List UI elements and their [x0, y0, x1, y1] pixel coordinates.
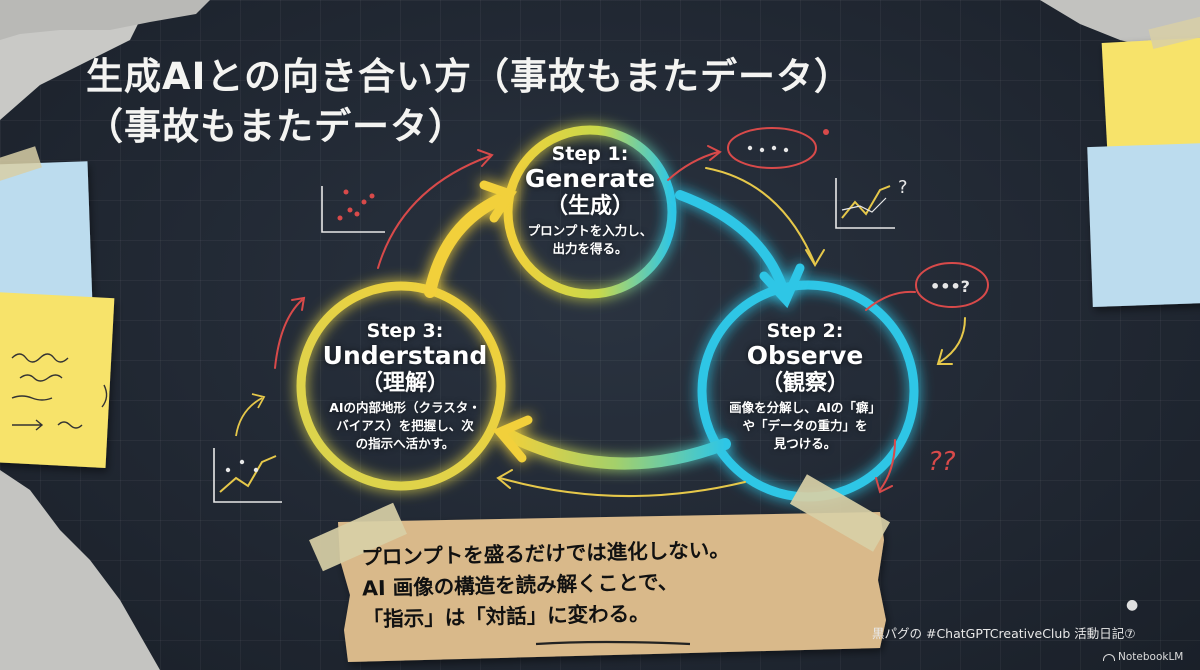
- thin-arrow-yellow-right: [939, 317, 966, 363]
- tape-left: [0, 146, 42, 186]
- outer-arrows: [274, 145, 966, 497]
- step-understand: Step 3: Understand （理解） AIの内部地形（クラスタ・ バイ…: [300, 320, 510, 453]
- step-understand-name: Understand: [322, 341, 488, 370]
- step-generate-name-jp: （生成）: [545, 193, 634, 219]
- note-message: プロンプトを盛るだけでは進化しない。 AI 画像の構造を読み解くことで、 「指示…: [361, 532, 883, 635]
- step-understand-desc-line: AIの内部地形（クラスタ・: [329, 400, 481, 416]
- ring-generate: [503, 125, 677, 299]
- paper-note: [338, 512, 886, 662]
- step-understand-number: Step 3:: [366, 320, 444, 342]
- notebooklm-watermark: NotebookLM: [1103, 651, 1183, 663]
- step-observe-name-jp: （観察）: [760, 370, 849, 396]
- step-generate-number: Step 1:: [551, 143, 629, 165]
- step-observe: Step 2: Observe （観察） 画像を分解し、AIの「癖」 や「データ…: [700, 320, 910, 453]
- slide-title-line2: （事故もまたデータ）: [86, 105, 466, 148]
- notebooklm-label: NotebookLM: [1118, 651, 1184, 663]
- torn-paper-bottom-left: [0, 470, 160, 670]
- sticky-handwriting: [11, 353, 108, 431]
- step-observe-desc-line: 画像を分解し、AIの「癖」: [729, 400, 881, 416]
- doodle-scatter-top-left: [321, 186, 385, 233]
- speech-bubble-right-text: •••?: [930, 277, 970, 296]
- doodle-question-top-right: ?: [898, 177, 908, 198]
- cycle-arrows: [424, 180, 805, 470]
- speech-bubble-top-right: [727, 127, 829, 169]
- sticky-note-blue-left: [0, 161, 93, 310]
- step-observe-number: Step 2:: [766, 320, 844, 342]
- doodle-linechart-bottom-left: [213, 448, 282, 503]
- step-understand-name-jp: （理解）: [360, 370, 449, 396]
- doodle-curve-left: [235, 393, 266, 437]
- torn-paper-right: [1040, 0, 1200, 70]
- sticky-note-blue-right: [1087, 142, 1200, 308]
- underline-dialogue: [535, 640, 691, 646]
- sticky-note-yellow-left: [0, 291, 115, 469]
- tape-right: [1148, 15, 1200, 49]
- torn-paper-top: [0, 0, 210, 40]
- step-generate: Step 1: Generate （生成） プロンプトを入力し、 出力を得る。: [500, 143, 680, 258]
- step-observe-desc-line: や「データの重力」を: [742, 418, 868, 434]
- step-generate-description: プロンプトを入力し、 出力を得る。: [500, 222, 680, 258]
- sticky-note-yellow-right: [1101, 37, 1200, 173]
- paw-icon: ●: [1126, 597, 1139, 613]
- doodle-linechart-top-right: [835, 178, 895, 229]
- arrow-generate-to-observe: [675, 190, 787, 291]
- step-understand-desc-line: バイアス）を把握し、次: [336, 418, 474, 434]
- thin-arrow-red-top-left: [377, 155, 491, 269]
- step-generate-desc-line: 出力を得る。: [552, 241, 628, 257]
- thin-arrow-red-left: [274, 299, 303, 369]
- step-observe-description: 画像を分解し、AIの「癖」 や「データの重力」を 見つける。: [700, 399, 910, 453]
- thin-arrow-red-right: [865, 290, 916, 311]
- thin-arrow-red-bottom-right: [879, 439, 896, 491]
- arrow-understand-to-generate: [424, 191, 511, 298]
- arrow-observe-to-understand: [499, 427, 731, 470]
- step-generate-name: Generate: [524, 164, 656, 193]
- speech-bubble-right: [915, 262, 989, 308]
- step-understand-desc-line: の指示へ活かす。: [355, 436, 455, 452]
- step-generate-desc-line: プロンプトを入力し、: [527, 223, 653, 239]
- thin-arrow-yellow-top-right: [705, 167, 815, 263]
- doodle-question-marks: ??: [928, 447, 956, 477]
- footer-credit: 黒パグの #ChatGPTCreativeClub 活動日記⑦: [872, 626, 1136, 641]
- tape-note-right: [789, 474, 891, 552]
- step-understand-description: AIの内部地形（クラスタ・ バイアス）を把握し、次 の指示へ活かす。: [300, 399, 510, 453]
- step-observe-name: Observe: [746, 341, 864, 370]
- slide-title-line1: 生成AIとの向き合い方（事故もまたデータ）: [86, 55, 853, 98]
- thin-arrow-yellow-bottom: [499, 477, 746, 497]
- notebooklm-logo-icon: [1103, 653, 1115, 661]
- step-observe-desc-line: 見つける。: [773, 436, 837, 452]
- thin-arrow-red-top: [667, 151, 719, 181]
- tape-note-left: [309, 502, 407, 572]
- ring-understand: [296, 281, 506, 491]
